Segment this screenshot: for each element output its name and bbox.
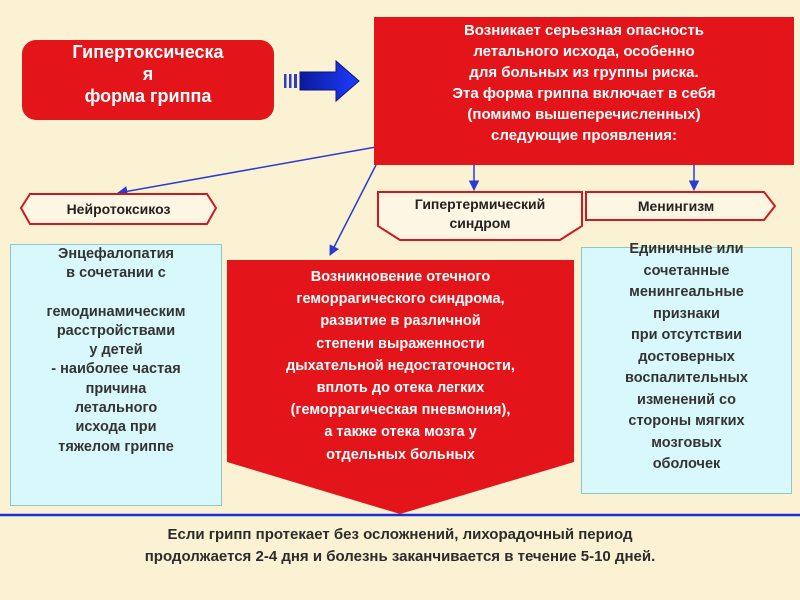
title-line-1: Гипертоксическа — [72, 42, 224, 62]
info-line: летального исхода, особенно — [473, 43, 695, 60]
mening-label: Менингизм — [637, 198, 715, 214]
hyper-line: геморрагического синдрома, — [296, 291, 505, 308]
hyper-content: Возникновение отечного геморрагического … — [227, 266, 574, 466]
neuro-line: гемодинамическим — [46, 303, 186, 320]
mening-line: воспалительных — [625, 370, 748, 386]
arrow-to-hyper-content — [329, 164, 377, 256]
hyper-line: степени выраженности — [316, 335, 485, 352]
info-line: следующие проявления: — [491, 127, 677, 144]
mening-line: изменений со — [637, 391, 736, 408]
neuro-line: тяжелом гриппе — [58, 438, 174, 455]
neuro-content: Энцефалопатия в сочетании с гемодинамиче… — [10, 244, 222, 506]
hyper-label: Гипертермический синдром — [378, 194, 582, 238]
mening-line: стороны мягких — [628, 413, 745, 429]
info-line: Возникает серьезная опасность — [463, 22, 705, 39]
mening-line: достоверных — [638, 348, 735, 365]
mening-line: мозговых — [651, 434, 722, 451]
bottom-note: Если грипп протекает без осложнений, лих… — [0, 524, 800, 568]
big-arrow-icon — [284, 59, 360, 103]
hyper-line: дыхательной недостаточности, — [286, 357, 515, 374]
mening-content: Единичные или сочетанные менингеальные п… — [581, 241, 792, 494]
hyper-line: вплоть до отека легких — [316, 380, 485, 397]
hyper-line: а также отека мозга у — [324, 424, 477, 441]
info-box: Возникает серьезная опасность летального… — [374, 17, 794, 165]
neuro-line: Энцефалопатия — [58, 246, 174, 262]
hyper-label-line-1: Гипертермический — [414, 196, 546, 212]
hyper-line: развитие в различной — [320, 313, 481, 330]
hyper-line: Возникновение отечного — [310, 269, 491, 285]
mening-line: сочетанные — [643, 262, 730, 279]
mening-line: признаки — [653, 305, 720, 322]
bottom-line-2: продолжается 2-4 дня и болезнь заканчива… — [144, 548, 656, 565]
neuro-line: исхода при — [75, 419, 157, 436]
info-line: Эта форма гриппа включает в себя — [452, 85, 716, 102]
title-line-3: форма гриппа — [84, 86, 212, 106]
mening-line: при отсутствии — [630, 327, 743, 343]
neuro-line: - наиболее частая — [51, 361, 181, 378]
hyper-label-shape — [377, 191, 583, 241]
mening-line: оболочек — [652, 456, 721, 472]
neuro-label: Нейротоксикоз — [66, 201, 171, 217]
hyper-content-shape — [227, 260, 574, 514]
hyper-line: (геморрагическая пневмония), — [290, 402, 511, 419]
info-line: (помимо вышеперечисленных) — [467, 106, 701, 123]
neuro-line: расстройствами — [56, 322, 176, 339]
neuro-line — [11, 284, 221, 303]
neuro-line: в сочетании с — [66, 265, 166, 282]
neuro-line: летального — [74, 400, 158, 417]
title-line-2: я — [142, 64, 154, 84]
title-box: Гипертоксическа я форма гриппа — [22, 40, 274, 120]
hyper-line: отдельных больных — [326, 446, 475, 463]
neuro-line: у детей — [89, 342, 143, 359]
mening-label-shape — [585, 191, 777, 221]
info-line: для больных из группы риска. — [469, 64, 699, 81]
neuro-label-shape — [19, 193, 218, 225]
mening-line: Единичные или — [629, 241, 744, 257]
mening-line: менингеальные — [629, 284, 744, 300]
neuro-line: причина — [85, 380, 147, 397]
hyper-label-line-2: синдром — [449, 215, 511, 231]
bottom-line-1: Если грипп протекает без осложнений, лих… — [167, 526, 633, 543]
arrow-to-neuro — [116, 146, 377, 197]
